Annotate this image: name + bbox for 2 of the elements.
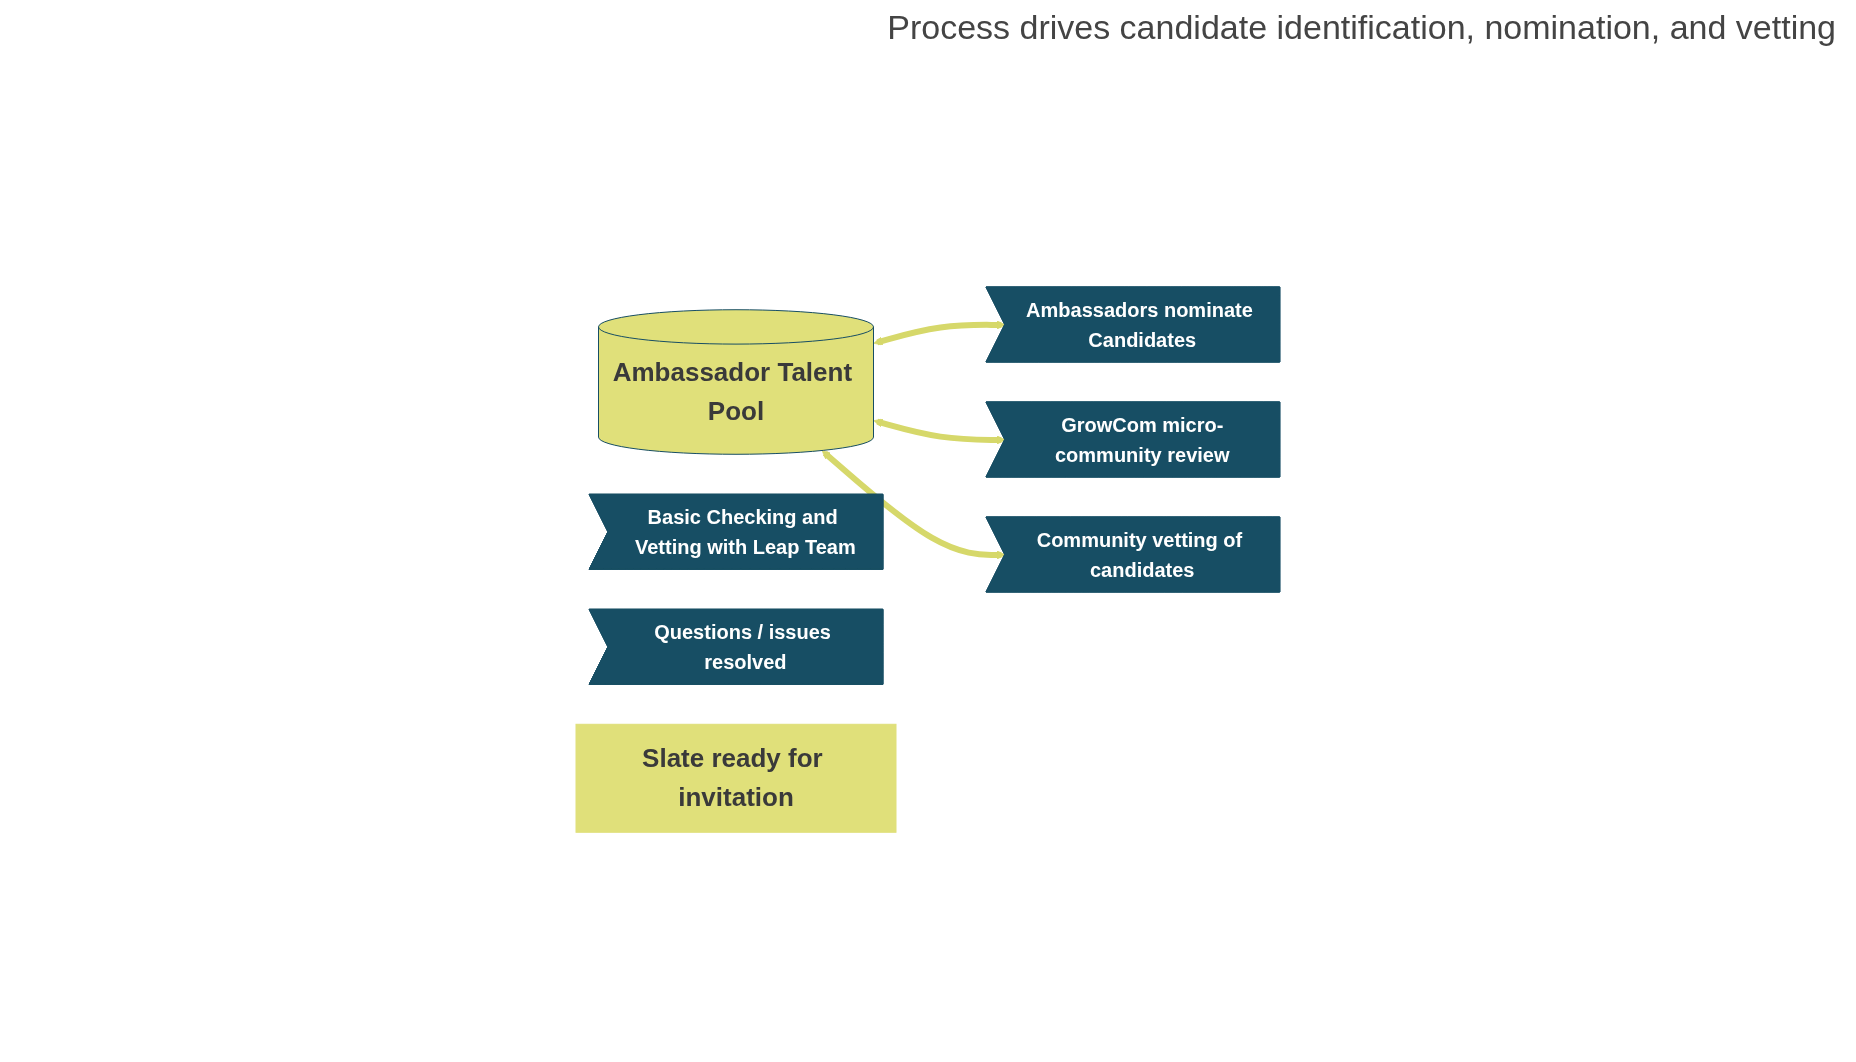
title: Process drives candidate identification, nomination, and vetting xyxy=(887,8,1836,47)
node-box: Slate ready for invitation xyxy=(575,724,897,834)
